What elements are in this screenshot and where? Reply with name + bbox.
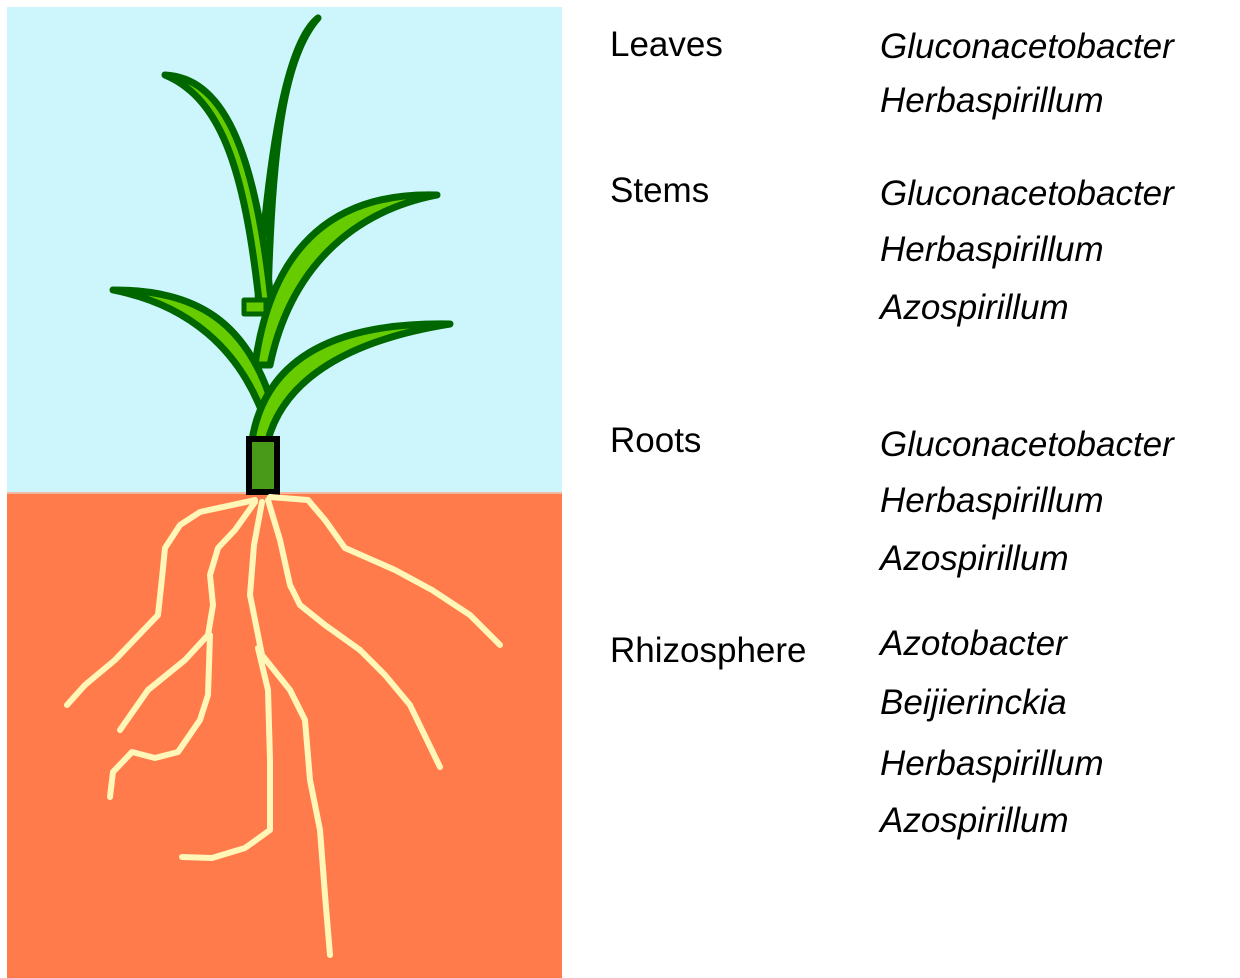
- bacterium-name: Gluconacetobacter: [880, 29, 1174, 64]
- bacterium-name: Gluconacetobacter: [880, 427, 1174, 462]
- bacterium-name: Azospirillum: [880, 541, 1069, 576]
- bacterium-name: Azospirillum: [880, 803, 1069, 838]
- bacterium-name: Herbaspirillum: [880, 232, 1104, 267]
- bacterium-name: Gluconacetobacter: [880, 176, 1174, 211]
- organ-label-roots: Roots: [610, 423, 701, 458]
- bacterium-name: Beijierinckia: [880, 685, 1067, 720]
- bacterium-name: Azospirillum: [880, 290, 1069, 325]
- bacterium-name: Herbaspirillum: [880, 83, 1104, 118]
- bacterium-name: Herbaspirillum: [880, 746, 1104, 781]
- organ-label-stems: Stems: [610, 173, 709, 208]
- organ-label-rhizosphere: Rhizosphere: [610, 633, 807, 668]
- plant-illustration: [0, 0, 565, 978]
- stem-node: [244, 300, 266, 314]
- bacterium-name: Herbaspirillum: [880, 483, 1104, 518]
- stem-base: [249, 439, 277, 492]
- organ-label-leaves: Leaves: [610, 27, 723, 62]
- bacterium-name: Azotobacter: [880, 626, 1067, 661]
